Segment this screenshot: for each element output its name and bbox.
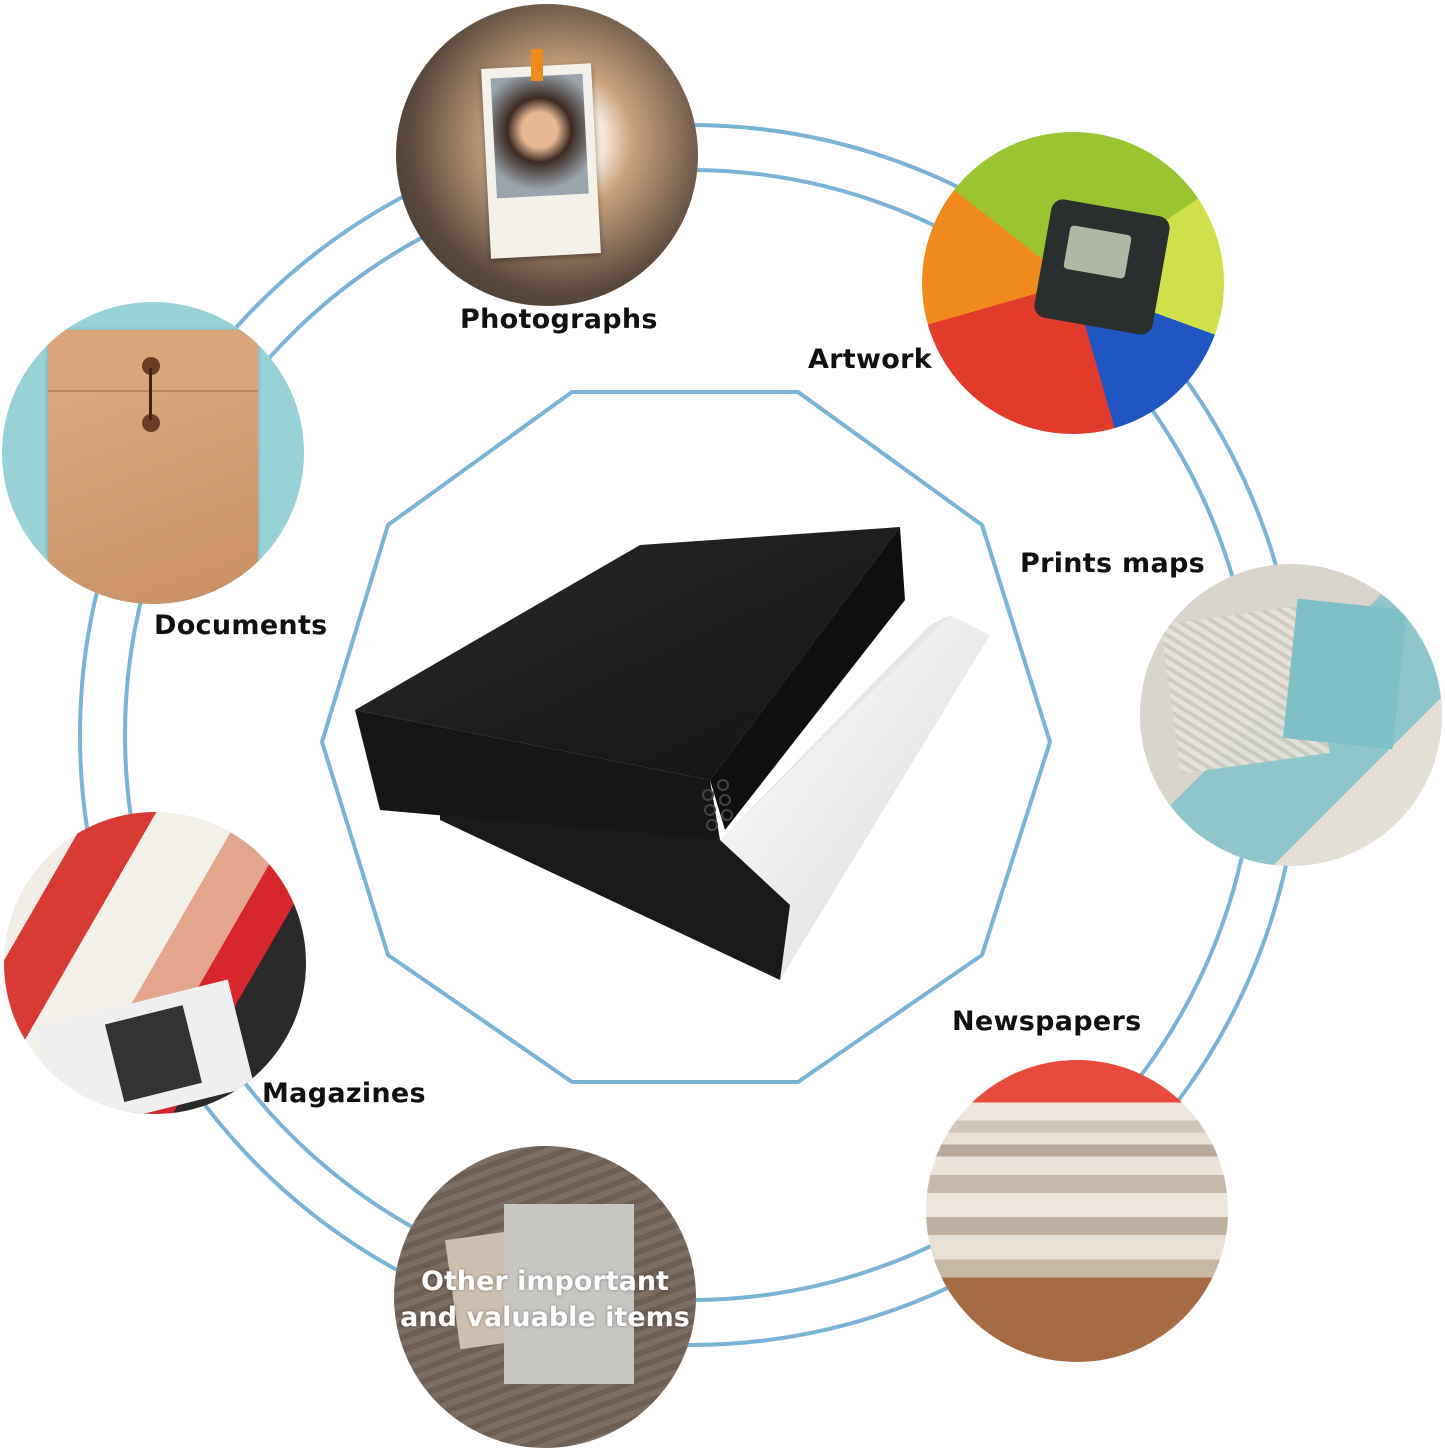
- newspapers-label: Newspapers: [952, 1006, 1142, 1037]
- documents-image: [2, 302, 304, 604]
- photographs-label: Photographs: [460, 304, 658, 335]
- other-items-label-line2: and valuable items: [400, 1302, 690, 1333]
- other-items-label-line1: Other important: [421, 1266, 669, 1297]
- documents-label: Documents: [154, 610, 328, 641]
- artwork-label: Artwork: [808, 344, 932, 375]
- prints-maps-image: [1140, 564, 1442, 866]
- other-items-image: [394, 1146, 696, 1448]
- photographs-image: [396, 4, 698, 306]
- magazines-label: Magazines: [262, 1078, 426, 1109]
- other-items-label: Other important and valuable items: [394, 1264, 696, 1336]
- newspapers-image: [926, 1060, 1228, 1362]
- prints-maps-label: Prints maps: [1020, 548, 1206, 579]
- archival-box-image: [355, 527, 990, 980]
- artwork-image: [922, 132, 1224, 434]
- magazines-image: [4, 812, 306, 1114]
